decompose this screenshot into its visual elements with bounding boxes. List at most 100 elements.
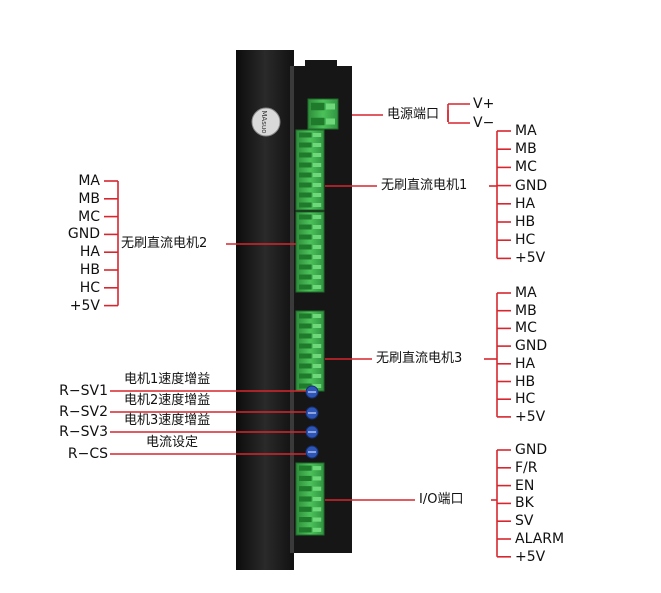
power-pin-label: V− [473,115,495,131]
motor1-pin-label: MC [515,159,537,176]
io_port-pin-label: BK [515,495,534,512]
motor1-terminal-pin [312,183,322,187]
motor1-terminal-pin [312,153,322,157]
motor3-terminal-screw [299,323,312,329]
motor1-terminal-screw [299,132,312,138]
motor2-terminal-screw [299,234,312,240]
power-terminal-screw [311,102,325,111]
motor3-pin-label: MB [515,302,537,319]
motor3-terminal-screw [299,353,312,359]
io_port-label: I/O端口 [419,492,464,507]
motor2-terminal-housing [295,211,325,293]
motor1-terminal-screw [299,162,312,168]
pot-id-label: R−SV3 [59,424,108,440]
motor3-pin-label: HC [515,391,536,408]
motor1-terminal-pin [312,193,322,197]
io_port-pin-label: EN [515,477,535,494]
pot-desc-label: 电机3速度增益 [124,413,211,428]
motor2-terminal-pin [312,265,322,269]
motor3-pin-label: HA [515,355,536,372]
motor3-terminal-screw [299,313,312,319]
motor2-pin-label: HB [79,262,100,278]
motor1-terminal-screw [299,202,312,208]
pot-desc-label: 电机2速度增益 [124,393,211,408]
motor3-terminal-pin [312,314,322,318]
motor1-terminal-screw [299,152,312,158]
io-terminal-pin [312,476,322,481]
motor1-pin-label: MB [515,141,537,158]
io-terminal-pin [312,486,322,491]
motor2-terminal-pin [312,235,322,239]
io-terminal [295,462,325,536]
motor1-pin-label: HC [515,232,536,249]
motor3-terminal-screw [299,373,312,379]
motor3-terminal-pin [312,384,322,388]
io_port-pin-label: +5V [515,548,546,565]
io-terminal-screw [299,506,312,512]
motor3-terminal-pin [312,324,322,328]
pot-desc-label: 电流设定 [146,435,199,450]
motor2-pin-label: +5V [69,297,100,314]
potentiometer-2 [305,406,319,420]
io_port-pin-label: SV [515,513,534,530]
io-terminal-screw [299,496,312,502]
motor2-pin-label: HC [79,279,100,296]
motor2-terminal-pin [312,245,322,249]
power-terminal-screw [311,117,325,126]
power-port-label: 电源端口 [387,107,440,122]
motor3-terminal-pin [312,374,322,378]
motor1-label: 无刷直流电机1 [381,178,468,193]
motor2-terminal-pin [312,285,322,289]
motor1-pin-label: HA [515,195,536,212]
motor3-pin-label: MA [515,285,537,301]
motor1-pin-label: MA [515,123,537,139]
motor1-terminal-housing [295,129,325,211]
motor1-terminal-pin [312,203,322,207]
motor2-terminal-pin [312,275,322,279]
motor3-pin-label: MC [515,320,537,337]
io-terminal-pin [312,517,322,522]
motor3-terminal-screw [299,343,312,349]
motor1-terminal-screw [299,142,312,148]
motor2-terminal-screw [299,264,312,270]
io-terminal-pin [312,496,322,502]
motor1-terminal-pin [312,163,322,167]
motor2-terminal-pin [312,225,322,229]
power-terminal-pin [326,103,335,110]
motor3-terminal-pin [312,334,322,338]
motor3-terminal-screw [299,363,312,369]
potentiometer-4 [305,445,319,459]
motor1-terminal [295,129,325,211]
motor2-terminal-pin [312,215,322,219]
motor2-pin-label: MB [78,190,100,207]
motor2-pin-label: MA [78,173,100,189]
potentiometer-1 [305,385,319,399]
pot-id-label: R−CS [67,446,108,462]
motor1-terminal-screw [299,182,312,188]
motor3-terminal [295,310,325,392]
motor2-terminal-screw [299,284,312,290]
io_port-pin-label: ALARM [515,531,565,547]
io_port-pin-label: F/R [515,459,538,476]
brand-logo: MAsuo [251,107,281,137]
motor3-terminal-screw [299,333,312,339]
pot-desc-label: 电机1速度增益 [124,372,211,387]
motor1-terminal-pin [312,133,322,137]
motor3-terminal-pin [312,344,322,348]
io-terminal-screw [299,486,312,492]
io_port-pin-label: GND [515,442,548,458]
motor1-terminal-pin [312,143,322,147]
pot-id-label: R−SV1 [59,383,108,399]
motor3-terminal-screw [299,383,312,389]
motor2-pin-label: HA [79,244,100,261]
motor3-pin-label: GND [515,338,548,355]
power-pin-label: V+ [473,96,495,112]
motor1-terminal-pin [312,173,322,177]
io-terminal-pin [312,527,322,532]
motor2-terminal-pin [312,255,322,259]
motor2-pin-label: MC [78,208,100,225]
motor3-pin-label: +5V [515,408,546,425]
motor2-pin-label: GND [67,226,100,243]
motor2-terminal-screw [299,244,312,250]
